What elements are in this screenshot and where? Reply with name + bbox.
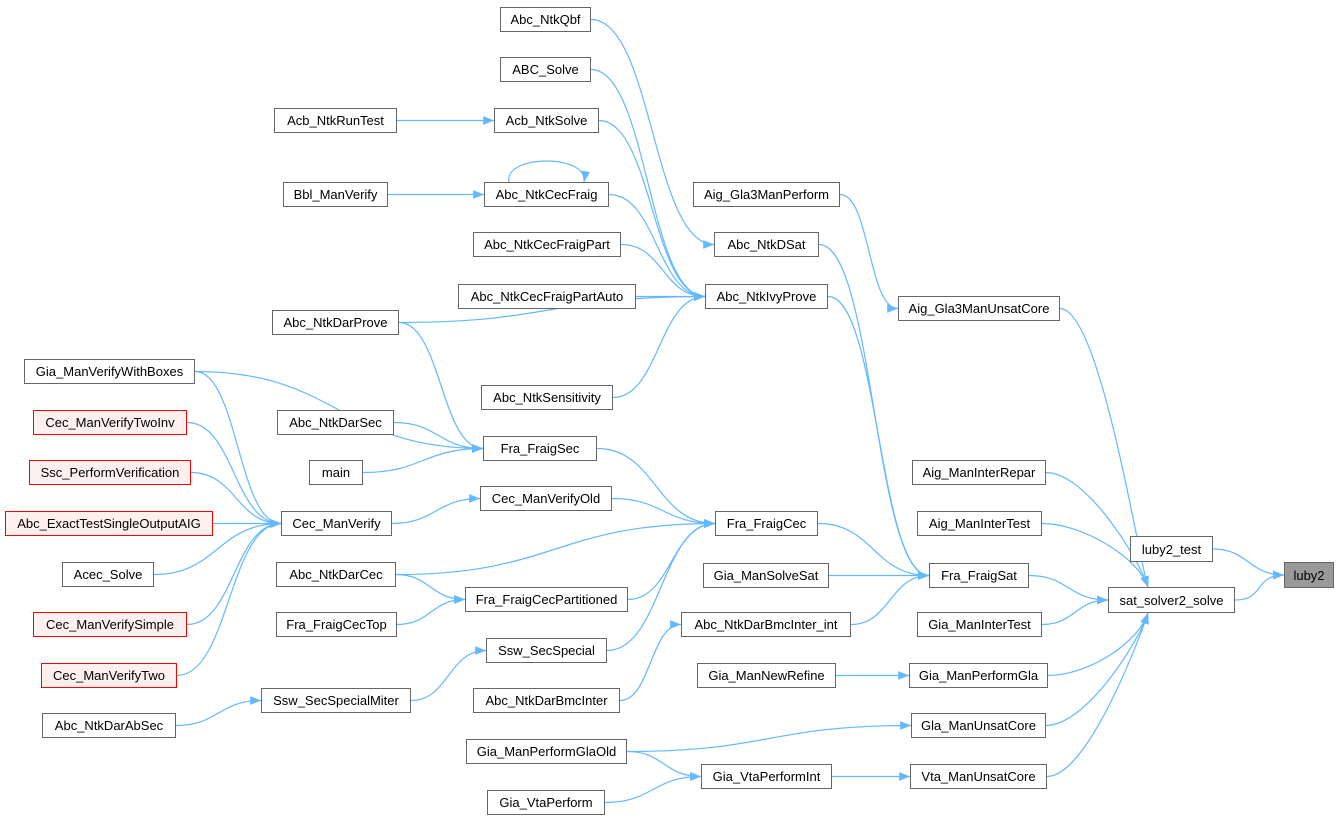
node-abc-ntkcecfraigpart[interactable]: Abc_NtkCecFraigPart: [473, 232, 621, 257]
edge-abc-ntkdarcec-to-fra-fraigcecpartitioned: [395, 573, 466, 604]
node-fra-fraigcectop[interactable]: Fra_FraigCecTop: [276, 612, 397, 637]
edge-gia-manverifywithboxes-to-cec-manverify: [194, 370, 282, 528]
node-abc-ntkivyprove[interactable]: Abc_NtkIvyProve: [705, 284, 828, 309]
edge-gia-vtaperform-to-gia-vtaperformint: [604, 772, 702, 804]
node-abc-ntkdarsec[interactable]: Abc_NtkDarSec: [277, 410, 394, 435]
node-abc-ntkdarprove[interactable]: Abc_NtkDarProve: [272, 310, 399, 335]
node-cec-manverifytwoinv[interactable]: Cec_ManVerifyTwoInv: [33, 410, 187, 435]
edge-main-to-fra-fraigsec: [362, 444, 484, 474]
edge-abc-solve-to-abc-ntkivyprove: [590, 68, 706, 301]
node-aig-manintertest[interactable]: Aig_ManInterTest: [917, 511, 1042, 536]
node-fra-fraigcecpartitioned[interactable]: Fra_FraigCecPartitioned: [465, 587, 628, 612]
node-vta-manunsatcore[interactable]: Vta_ManUnsatCore: [910, 764, 1047, 789]
node-gia-vtaperform[interactable]: Gia_VtaPerform: [487, 790, 605, 815]
node-gia-manperformgla[interactable]: Gia_ManPerformGla: [909, 663, 1048, 688]
node-acb-ntksolve[interactable]: Acb_NtkSolve: [494, 108, 599, 133]
edge-fra-fraigcectop-to-fra-fraigcecpartitioned: [396, 595, 466, 626]
node-abc-exacttestsingleoutputaig[interactable]: Abc_ExactTestSingleOutputAIG: [5, 511, 213, 536]
node-bbl-manverify[interactable]: Bbl_ManVerify: [283, 182, 388, 207]
node-abc-ntkcecfraig[interactable]: Abc_NtkCecFraig: [484, 182, 609, 207]
edge-ssw-secspecialmiter-to-ssw-secspecial: [410, 646, 487, 702]
edge-gia-manperformglaold-to-gla-manunsatcore: [626, 721, 912, 753]
edge-fra-fraigcec-to-fra-fraigsat: [817, 522, 930, 580]
edge-abc-ntkdarcec-to-fra-fraigcec: [395, 519, 716, 576]
node-fra-fraigsat[interactable]: Fra_FraigSat: [929, 563, 1029, 588]
node-abc-ntkdarbmcinter[interactable]: Abc_NtkDarBmcInter: [473, 688, 620, 713]
edge-abc-ntkdarbmcinter-int-to-fra-fraigsat: [850, 571, 930, 626]
edge-ssw-secspecial-to-fra-fraigcec: [606, 519, 716, 652]
edge-cec-manverifytwo-to-cec-manverify: [176, 519, 282, 677]
edge-abc-ntkdarabsec-to-ssw-secspecialmiter: [175, 696, 262, 727]
node-cec-manverify[interactable]: Cec_ManVerify: [281, 511, 392, 536]
edge-gia-manintertest-to-sat-solver2-solve: [1041, 595, 1109, 626]
edge-aig-gla3manperform-to-aig-gla3manunsatcore: [839, 193, 899, 313]
edge-gia-manperformglaold-to-gia-vtaperformint: [626, 750, 702, 781]
node-acec-solve[interactable]: Acec_Solve: [62, 562, 154, 587]
node-fra-fraigsec[interactable]: Fra_FraigSec: [483, 436, 597, 461]
node-abc-ntkqbf[interactable]: Abc_NtkQbf: [500, 7, 591, 32]
node-aig-gla3manunsatcore[interactable]: Aig_Gla3ManUnsatCore: [898, 296, 1060, 321]
edge-abc-ntkdarsec-to-fra-fraigsec: [393, 421, 484, 453]
edge-abc-ntksensitivity-to-abc-ntkivyprove: [612, 292, 706, 399]
edge-gla-manunsatcore-to-sat-solver2-solve: [1045, 612, 1149, 727]
edge-abc-ntkcecfraigpart-to-abc-ntkivyprove: [620, 243, 706, 301]
node-abc-ntkdarbmcinter-int[interactable]: Abc_NtkDarBmcInter_int: [681, 612, 851, 637]
edge-cec-manverifyold-to-fra-fraigcec: [611, 497, 716, 528]
node-gla-manunsatcore[interactable]: Gla_ManUnsatCore: [911, 713, 1046, 738]
edge-abc-ntkdsat-to-fra-fraigsat: [818, 243, 930, 580]
node-gia-manintertest[interactable]: Gia_ManInterTest: [917, 612, 1042, 637]
node-ssw-secspecialmiter[interactable]: Ssw_SecSpecialMiter: [261, 688, 411, 713]
node-luby2[interactable]: luby2: [1284, 562, 1334, 588]
edge-aig-maninterrepar-to-sat-solver2-solve: [1045, 471, 1149, 588]
edge-fra-fraigsec-to-fra-fraigcec: [596, 447, 716, 528]
node-aig-maninterrepar[interactable]: Aig_ManInterRepar: [912, 460, 1046, 485]
edge-fra-fraigcecpartitioned-to-fra-fraigcec: [627, 519, 716, 601]
edge-acb-ntksolve-to-abc-ntkivyprove: [598, 119, 706, 301]
node-gia-manperformglaold[interactable]: Gia_ManPerformGlaOld: [466, 739, 627, 764]
node-abc-ntkdarcec[interactable]: Abc_NtkDarCec: [276, 562, 396, 587]
edge-ssc-performverification-to-cec-manverify: [190, 471, 282, 528]
edge-cec-manverify-to-cec-manverifyold: [391, 494, 481, 525]
node-fra-fraigcec[interactable]: Fra_FraigCec: [715, 511, 818, 536]
node-ssc-performverification[interactable]: Ssc_PerformVerification: [29, 460, 191, 485]
node-luby2-test[interactable]: luby2_test: [1130, 536, 1213, 562]
node-gia-mansolvesat[interactable]: Gia_ManSolveSat: [703, 563, 829, 588]
node-cec-manverifyold[interactable]: Cec_ManVerifyOld: [480, 486, 612, 511]
node-aig-gla3manperform[interactable]: Aig_Gla3ManPerform: [693, 182, 840, 207]
edge-sat-solver2-solve-to-luby2: [1234, 570, 1285, 601]
edge-luby2-test-to-luby2: [1212, 548, 1285, 580]
node-abc-solve[interactable]: ABC_Solve: [500, 57, 591, 82]
node-cec-manverifytwo[interactable]: Cec_ManVerifyTwo: [41, 663, 177, 688]
edge-aig-manintertest-to-sat-solver2-solve: [1041, 522, 1149, 588]
edge-abc-ntkdarbmcinter-to-abc-ntkdarbmcinter-int: [619, 620, 682, 702]
edge-acec-solve-to-cec-manverify: [153, 519, 282, 576]
edge-cec-manverifytwoinv-to-cec-manverify: [186, 421, 282, 528]
edge-abc-ntkqbf-to-abc-ntkdsat: [590, 18, 715, 249]
node-main[interactable]: main: [309, 460, 363, 485]
node-gia-mannewrefine[interactable]: Gia_ManNewRefine: [697, 663, 836, 688]
node-sat-solver2-solve[interactable]: sat_solver2_solve: [1108, 587, 1235, 613]
node-abc-ntkdarabsec[interactable]: Abc_NtkDarAbSec: [42, 713, 176, 738]
edge-vta-manunsatcore-to-sat-solver2-solve: [1046, 612, 1149, 778]
edge-abc-ntkcecfraig-to-abc-ntkcecfraig: [508, 160, 591, 183]
node-cec-manverifysimple[interactable]: Cec_ManVerifySimple: [33, 612, 187, 637]
edge-abc-ntkdarprove-to-abc-ntkivyprove: [398, 292, 706, 324]
node-gia-manverifywithboxes[interactable]: Gia_ManVerifyWithBoxes: [24, 359, 195, 384]
edge-cec-manverifysimple-to-cec-manverify: [186, 519, 282, 626]
node-ssw-secspecial[interactable]: Ssw_SecSpecial: [486, 638, 607, 663]
edge-aig-gla3manunsatcore-to-sat-solver2-solve: [1059, 307, 1149, 588]
node-abc-ntkdsat[interactable]: Abc_NtkDSat: [714, 232, 819, 257]
node-abc-ntkcecfraigpartauto[interactable]: Abc_NtkCecFraigPartAuto: [458, 284, 636, 309]
edge-abc-ntkcecfraig-to-abc-ntkivyprove: [608, 193, 706, 301]
node-gia-vtaperformint[interactable]: Gia_VtaPerformInt: [701, 764, 832, 789]
node-abc-ntksensitivity[interactable]: Abc_NtkSensitivity: [481, 385, 613, 410]
edge-abc-ntkdarprove-to-fra-fraigsec: [398, 321, 484, 453]
edge-fra-fraigsat-to-sat-solver2-solve: [1028, 574, 1109, 605]
node-acb-ntkruntest[interactable]: Acb_NtkRunTest: [274, 108, 397, 133]
